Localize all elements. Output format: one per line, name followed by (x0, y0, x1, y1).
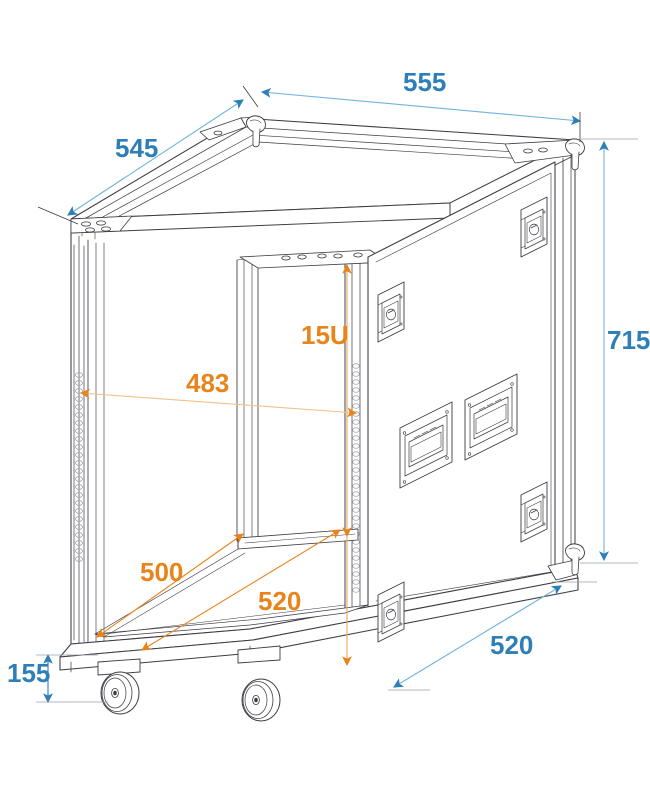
caster-wheel-left (100, 671, 140, 715)
dimension-label-555: 555 (403, 67, 447, 97)
dimension-label-715: 715 (607, 325, 650, 355)
dimension-483-line (79, 388, 358, 418)
caster-wheel-front (241, 678, 281, 722)
dimension-155-line (36, 653, 108, 704)
dimension-label-545: 545 (115, 133, 159, 163)
dimension-555-line (242, 85, 582, 142)
dimension-label-483: 483 (186, 368, 230, 398)
dimension-label-520-interior: 520 (258, 586, 302, 616)
dimension-715-line (580, 138, 638, 564)
dimension-label-500: 500 (140, 557, 184, 587)
dimension-545-line (37, 99, 244, 225)
dimension-label-15u: 15U (301, 320, 349, 350)
dimension-label-155: 155 (7, 658, 51, 688)
dimension-520-interior-line (141, 529, 341, 651)
dimension-520-exterior-line (388, 581, 597, 691)
dimension-label-520-exterior: 520 (490, 630, 534, 660)
